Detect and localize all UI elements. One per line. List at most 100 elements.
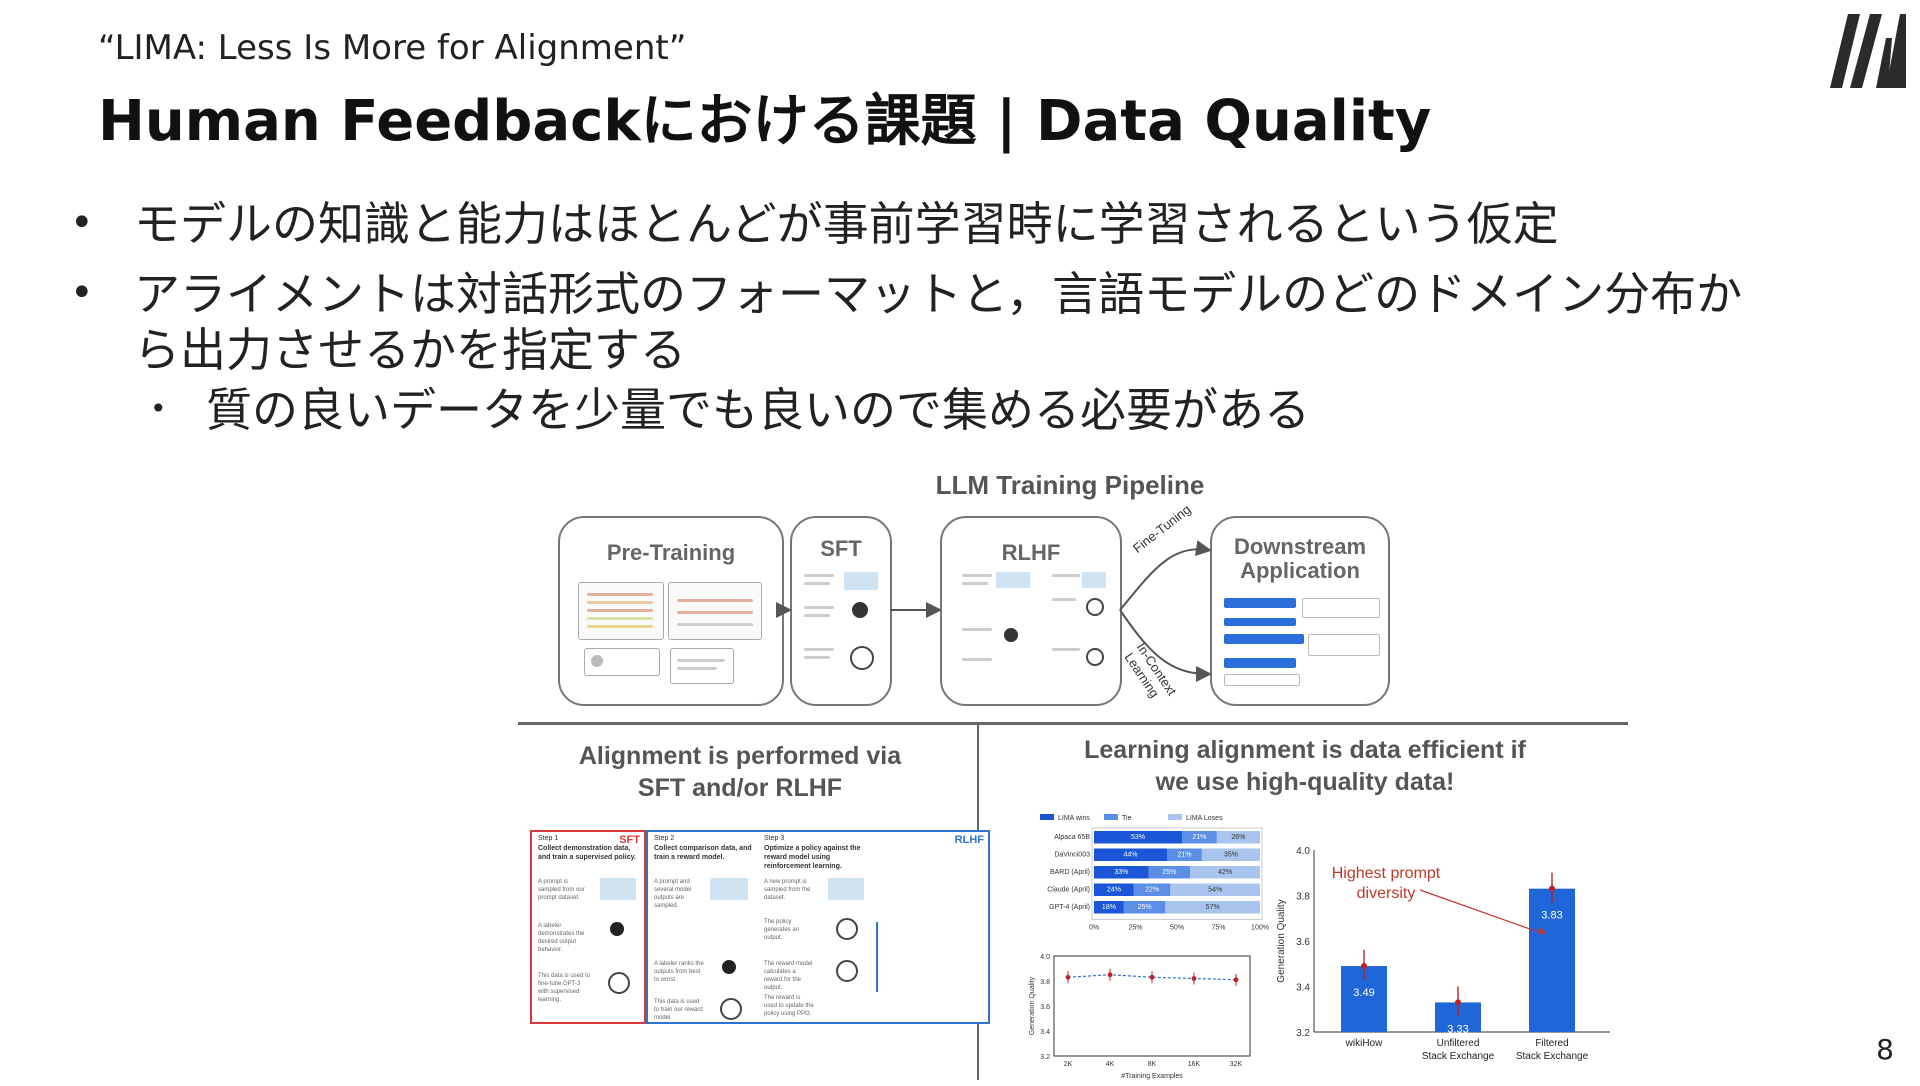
category-label: Stack Exchange xyxy=(1422,1051,1495,1062)
brand-logo-icon xyxy=(1830,14,1906,88)
x-axis-label: #Training Examples xyxy=(1121,1073,1183,1080)
pipeline-title: LLM Training Pipeline xyxy=(935,470,1205,500)
bar-value-label: 26% xyxy=(1231,834,1245,841)
figure-divider-horizontal xyxy=(518,722,1628,725)
y-axis-label: Generation Quality xyxy=(1029,976,1036,1035)
page-number: 8 xyxy=(1876,1033,1894,1066)
category-label: BARD (April) xyxy=(1050,869,1090,876)
left-panel-title-line2: SFT and/or RLHF xyxy=(637,774,843,802)
bar-segment xyxy=(1094,848,1168,861)
bar-value-label: 53% xyxy=(1131,834,1145,841)
sft-step-box: SFT Step 1 Collect demonstration data, a… xyxy=(530,830,646,1024)
bullet-dot-icon: • xyxy=(70,270,94,316)
labeler-icon xyxy=(852,602,868,618)
sub-bullet-1-text: 質の良いデータを少量でも良いので集める必要がある xyxy=(206,383,1310,437)
bar-value-label: 18% xyxy=(1102,904,1116,911)
annotation-arrow xyxy=(1419,889,1547,936)
bar-segment xyxy=(1165,901,1260,914)
pretraining-corpus-thumb xyxy=(584,648,660,676)
stage-sft-label: SFT xyxy=(820,536,862,561)
bar-segment xyxy=(1167,848,1202,861)
plot-frame xyxy=(1053,955,1251,1057)
bullet-2-text-line2: ら出力させるかを指定する xyxy=(134,323,686,377)
x-tick-label: 4K xyxy=(1106,1061,1115,1068)
data-point xyxy=(1107,972,1113,978)
pipeline-arrows xyxy=(776,540,1212,682)
bar-value-label: 3.49 xyxy=(1353,987,1374,999)
y-tick-label: 4.0 xyxy=(1296,846,1310,857)
data-point xyxy=(1549,885,1555,892)
labeler-icon xyxy=(1004,628,1018,642)
x-tick-label: 16K xyxy=(1188,1061,1201,1068)
bullet-1-text: モデルの知識と能力はほとんどが事前学習時に学習されるという仮定 xyxy=(134,197,1559,251)
annotation-text: diversity xyxy=(1357,885,1416,902)
stage-downstream: Downstream Application xyxy=(1210,516,1390,706)
stage-downstream-label-line2: Application xyxy=(1240,558,1360,583)
x-tick-label: 25% xyxy=(1128,925,1142,932)
bar-value-label: 21% xyxy=(1177,852,1191,859)
y-tick-label: 4.0 xyxy=(1040,954,1050,961)
stage-rlhf-label: RLHF xyxy=(1001,540,1061,565)
category-label: wikiHow xyxy=(1345,1038,1383,1049)
category-label: Stack Exchange xyxy=(1516,1051,1589,1062)
slide-subtitle: “LIMA: Less Is More for Alignment” xyxy=(98,28,687,68)
bar xyxy=(1529,888,1575,1032)
bar-segment xyxy=(1148,866,1191,879)
data-point xyxy=(1191,976,1197,981)
data-point xyxy=(1149,974,1155,980)
right-panel-title-line1: Learning alignment is data efficient if xyxy=(1084,736,1526,764)
network-icon xyxy=(1086,598,1104,616)
network-icon xyxy=(608,972,630,994)
x-tick-label: 0% xyxy=(1089,925,1099,932)
network-icon xyxy=(850,646,874,670)
category-label: Claude (April) xyxy=(1047,887,1090,894)
sft-tag: SFT xyxy=(619,834,640,846)
bar-segment xyxy=(1170,883,1260,896)
bar-segment xyxy=(1181,831,1217,844)
bullet-dot-icon: • xyxy=(70,200,94,246)
y-tick-label: 3.8 xyxy=(1040,979,1050,986)
legend-swatch xyxy=(1168,814,1182,820)
pretraining-model-thumb xyxy=(578,582,664,640)
category-label: Filtered xyxy=(1535,1038,1568,1049)
x-tick-label: 32K xyxy=(1230,1061,1243,1068)
right-panel-title-line2: we use high-quality data! xyxy=(1155,768,1455,796)
x-tick-label: 100% xyxy=(1251,925,1269,932)
bar-value-label: 24% xyxy=(1107,887,1121,894)
pretraining-objective-thumb xyxy=(668,582,762,640)
bar-segment xyxy=(1094,831,1182,844)
lima-figure: LLM Training Pipeline Pre-Training SFT xyxy=(510,464,1630,1080)
labeler-icon xyxy=(610,922,624,936)
annotation-arrowhead xyxy=(1538,926,1546,935)
bar-segment xyxy=(1094,883,1134,896)
y-tick-label: 3.4 xyxy=(1040,1029,1050,1036)
x-tick-label: 50% xyxy=(1170,925,1184,932)
bar-value-label: 22% xyxy=(1145,887,1159,894)
bar-segment xyxy=(1094,866,1149,879)
y-tick-label: 3.2 xyxy=(1296,1028,1310,1039)
y-axis-label: Generation Quality xyxy=(1276,899,1287,982)
left-panel-title-line1: Alignment is performed via xyxy=(578,742,902,770)
network-icon xyxy=(836,960,858,982)
bar-value-label: 3.33 xyxy=(1447,1023,1468,1035)
category-label: GPT-4 (April) xyxy=(1049,904,1090,911)
pretraining-sample-thumb xyxy=(670,648,734,684)
bar-segment xyxy=(1201,848,1260,861)
slide-title: Human Feedbackにおける課題 | Data Quality xyxy=(98,89,1432,154)
bar-value-label: 44% xyxy=(1124,852,1138,859)
series-line xyxy=(1067,974,1237,981)
rlhf-step-box: RLHF Step 2 Collect comparison data, and… xyxy=(646,830,990,1024)
bar-value-label: 54% xyxy=(1208,887,1222,894)
data-point xyxy=(1233,977,1239,983)
legend-label: LIMA Loses xyxy=(1186,815,1223,822)
y-tick-label: 3.4 xyxy=(1296,983,1310,994)
bar-segment xyxy=(1216,831,1260,844)
bar-segment xyxy=(1123,901,1166,914)
x-tick-label: 8K xyxy=(1148,1061,1157,1068)
bar-value-label: 42% xyxy=(1218,869,1232,876)
bar-value-label: 35% xyxy=(1224,852,1238,859)
